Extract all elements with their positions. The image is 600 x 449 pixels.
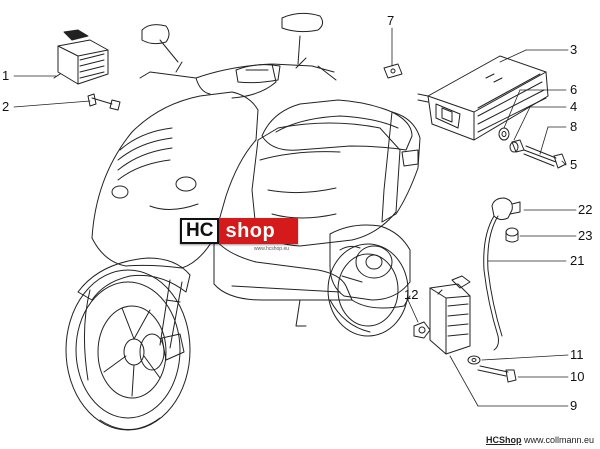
front-shield (91, 91, 259, 269)
part-label-8[interactable]: 8 (570, 119, 578, 134)
part-1-regulator (53, 29, 109, 85)
left-mirror (141, 24, 179, 63)
part-8-bolt (523, 145, 557, 167)
hcshop-logo: HC shop (180, 218, 298, 244)
part-4-spacer (509, 139, 525, 153)
part-label-12[interactable]: 12 (404, 287, 419, 302)
part-label-6[interactable]: 6 (570, 82, 578, 97)
front-wheel (65, 269, 191, 431)
part-label-23[interactable]: 23 (578, 228, 593, 243)
rear-fairing (381, 111, 421, 223)
part-label-21[interactable]: 21 (570, 253, 585, 268)
part-3-control-unit (417, 55, 549, 141)
part-6-washer (498, 127, 510, 141)
front-fork (159, 279, 183, 349)
part-9-ignition-coil (429, 275, 471, 355)
handlebar (139, 63, 337, 99)
footer-brand[interactable]: HCShop (485, 435, 522, 445)
part-label-5[interactable]: 5 (570, 157, 578, 172)
seat (261, 99, 413, 151)
rear-wheel (327, 243, 409, 337)
right-mirror (281, 12, 324, 65)
front-fender (77, 257, 191, 301)
part-7-clip-nut (383, 63, 403, 79)
logo-shop-text: shop (219, 218, 298, 244)
engine-block (329, 224, 411, 301)
part-21-ht-lead (483, 215, 503, 351)
part-11-washer (467, 355, 481, 365)
part-label-7[interactable]: 7 (387, 13, 395, 28)
scooter-illustration (65, 12, 421, 431)
footer-credit: HCShop www.collmann.eu (486, 435, 594, 445)
part-23-boot (505, 227, 519, 243)
footer-url[interactable]: www.collmann.eu (523, 435, 594, 445)
part-22-spark-plug-cap (491, 197, 521, 221)
part-2-screw (87, 93, 121, 111)
part-label-9[interactable]: 9 (570, 398, 578, 413)
part-label-10[interactable]: 10 (570, 369, 585, 384)
part-label-4[interactable]: 4 (570, 99, 578, 114)
part-label-1[interactable]: 1 (2, 68, 10, 83)
part-5-nut (553, 153, 567, 169)
leader-lines (13, 27, 577, 407)
logo-hc-text: HC (180, 218, 220, 244)
part-12-nut (413, 321, 431, 339)
part-label-11[interactable]: 11 (570, 347, 584, 362)
part-label-2[interactable]: 2 (2, 99, 10, 114)
part-label-22[interactable]: 22 (578, 202, 593, 217)
part-label-3[interactable]: 3 (570, 42, 578, 57)
logo-url: www.hcshop.eu (254, 246, 290, 252)
part-10-bolt (477, 365, 517, 383)
